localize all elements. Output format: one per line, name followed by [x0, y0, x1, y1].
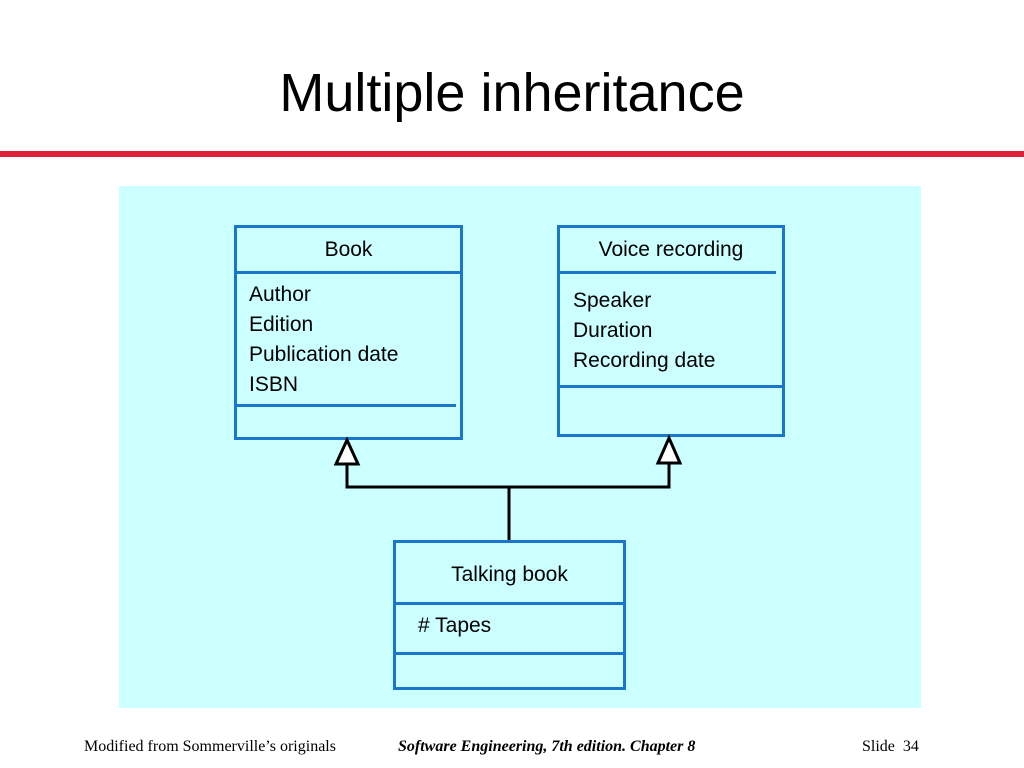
- title-divider: [0, 151, 1024, 157]
- footer-book-title: Software Engineering, 7th edition. Chapt…: [398, 738, 696, 755]
- generalization-arrowhead-book: [333, 436, 361, 466]
- class-book: Book Author Edition Publication date ISB…: [234, 225, 463, 440]
- class-voice-recording-attributes: Speaker Duration Recording date: [573, 286, 715, 376]
- attribute: Speaker: [573, 289, 652, 312]
- class-talking-book-name: Talking book: [451, 563, 568, 586]
- class-voice-recording: Voice recording Speaker Duration Recordi…: [557, 225, 785, 437]
- class-talking-book-name-divider: [396, 602, 623, 605]
- attribute: Recording date: [573, 349, 716, 372]
- slide-number: 34: [902, 738, 919, 755]
- attribute: ISBN: [249, 373, 299, 396]
- attribute: Duration: [573, 319, 653, 342]
- class-book-name: Book: [324, 238, 373, 261]
- attribute: Author: [249, 283, 311, 306]
- attribute: Edition: [249, 313, 314, 336]
- slide-label: Slide: [862, 738, 895, 755]
- class-voice-recording-name-divider: [560, 271, 776, 274]
- class-book-name-divider: [237, 271, 460, 274]
- footer-slide-number: Slide 34: [862, 738, 919, 756]
- class-talking-book-attributes: # Tapes: [418, 611, 491, 641]
- class-talking-book: Talking book # Tapes: [393, 540, 626, 690]
- class-book-attr-divider: [237, 404, 456, 407]
- attribute: # Tapes: [418, 614, 492, 637]
- class-voice-recording-name: Voice recording: [598, 238, 744, 261]
- class-talking-book-attr-divider: [396, 652, 623, 655]
- generalization-arrowhead-voice-recording: [655, 434, 683, 465]
- class-voice-recording-attr-divider: [560, 385, 782, 388]
- class-book-attributes: Author Edition Publication date ISBN: [249, 280, 398, 400]
- footer-credit: Modified from Sommerville’s originals: [84, 738, 336, 755]
- attribute: Publication date: [249, 343, 399, 366]
- generalization-line: [345, 463, 671, 540]
- slide-title: Multiple inheritance: [279, 63, 745, 123]
